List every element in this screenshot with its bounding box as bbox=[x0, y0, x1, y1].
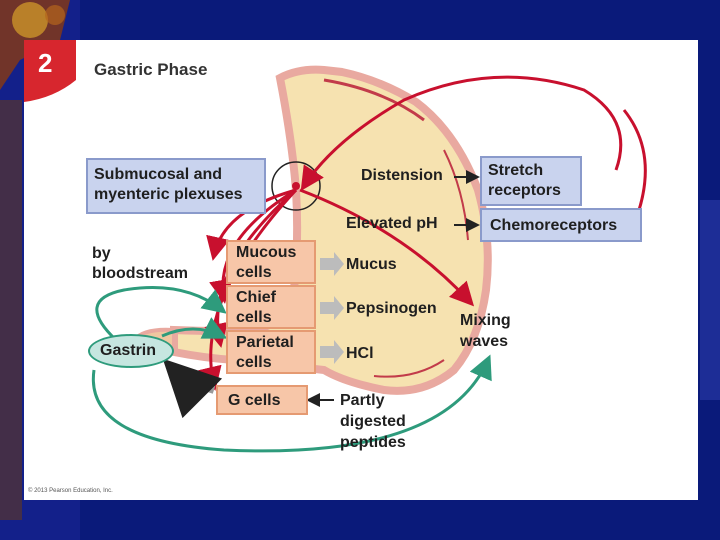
gastrin-label: Gastrin bbox=[100, 342, 157, 359]
figure-panel: 2 Gastric Phase Submucosal and myenteric… bbox=[24, 40, 698, 500]
stretch-receptors-box: Stretch receptors bbox=[480, 156, 582, 206]
copyright-text: © 2013 Pearson Education, Inc. bbox=[28, 488, 113, 494]
gastrin-to-mixing-arrow bbox=[91, 354, 492, 453]
nerve-to-mixing-arrow bbox=[299, 188, 475, 307]
figure-title: Gastric Phase bbox=[94, 60, 208, 79]
mucus-label: Mucus bbox=[346, 256, 397, 273]
g-cells-box: G cells bbox=[216, 385, 308, 415]
gastrin-to-chief-arrow bbox=[95, 286, 227, 342]
gastrin-oval: Gastrin bbox=[88, 334, 174, 368]
chemoreceptors-box: Chemoreceptors bbox=[480, 208, 642, 242]
stretch-receptors-label: Stretch receptors bbox=[488, 162, 561, 199]
mucous-cells-label: Mucous cells bbox=[236, 244, 297, 281]
mixing-waves-label: Mixing waves bbox=[460, 312, 511, 350]
pepsinogen-label: Pepsinogen bbox=[346, 300, 437, 317]
hcl-label: HCl bbox=[346, 345, 374, 362]
submucosal-plexus-label: Submucosal and myenteric plexuses bbox=[94, 166, 243, 203]
distension-label: Distension bbox=[361, 167, 443, 184]
parietal-cells-label: Parietal cells bbox=[236, 334, 294, 371]
mucus-arrow bbox=[320, 252, 344, 276]
partly-digested-peptides-label: Partly digested peptides bbox=[340, 392, 406, 451]
nerve-to-mucous-arrow bbox=[206, 188, 297, 261]
chief-cells-label: Chief cells bbox=[236, 289, 276, 326]
panel-badge bbox=[24, 40, 76, 102]
elevated-ph-label: Elevated pH bbox=[346, 215, 438, 232]
g-cells-label: G cells bbox=[228, 392, 281, 409]
mucous-cells-box: Mucous cells bbox=[226, 240, 316, 284]
by-bloodstream-label: by bloodstream bbox=[92, 245, 189, 282]
stomach-body bbox=[170, 65, 492, 395]
figure-number: 2 bbox=[38, 48, 53, 78]
chemoreceptors-label: Chemoreceptors bbox=[490, 217, 618, 234]
hcl-arrow bbox=[320, 340, 344, 364]
parietal-cells-box: Parietal cells bbox=[226, 330, 316, 374]
pepsinogen-arrow bbox=[320, 296, 344, 320]
submucosal-plexus-box: Submucosal and myenteric plexuses bbox=[86, 158, 266, 214]
chief-cells-box: Chief cells bbox=[226, 285, 316, 329]
stretch-to-nerve-arrow bbox=[300, 75, 623, 192]
gcells-to-gastrin-arrow bbox=[162, 358, 223, 419]
gastrin-to-parietal-arrow bbox=[161, 317, 228, 339]
